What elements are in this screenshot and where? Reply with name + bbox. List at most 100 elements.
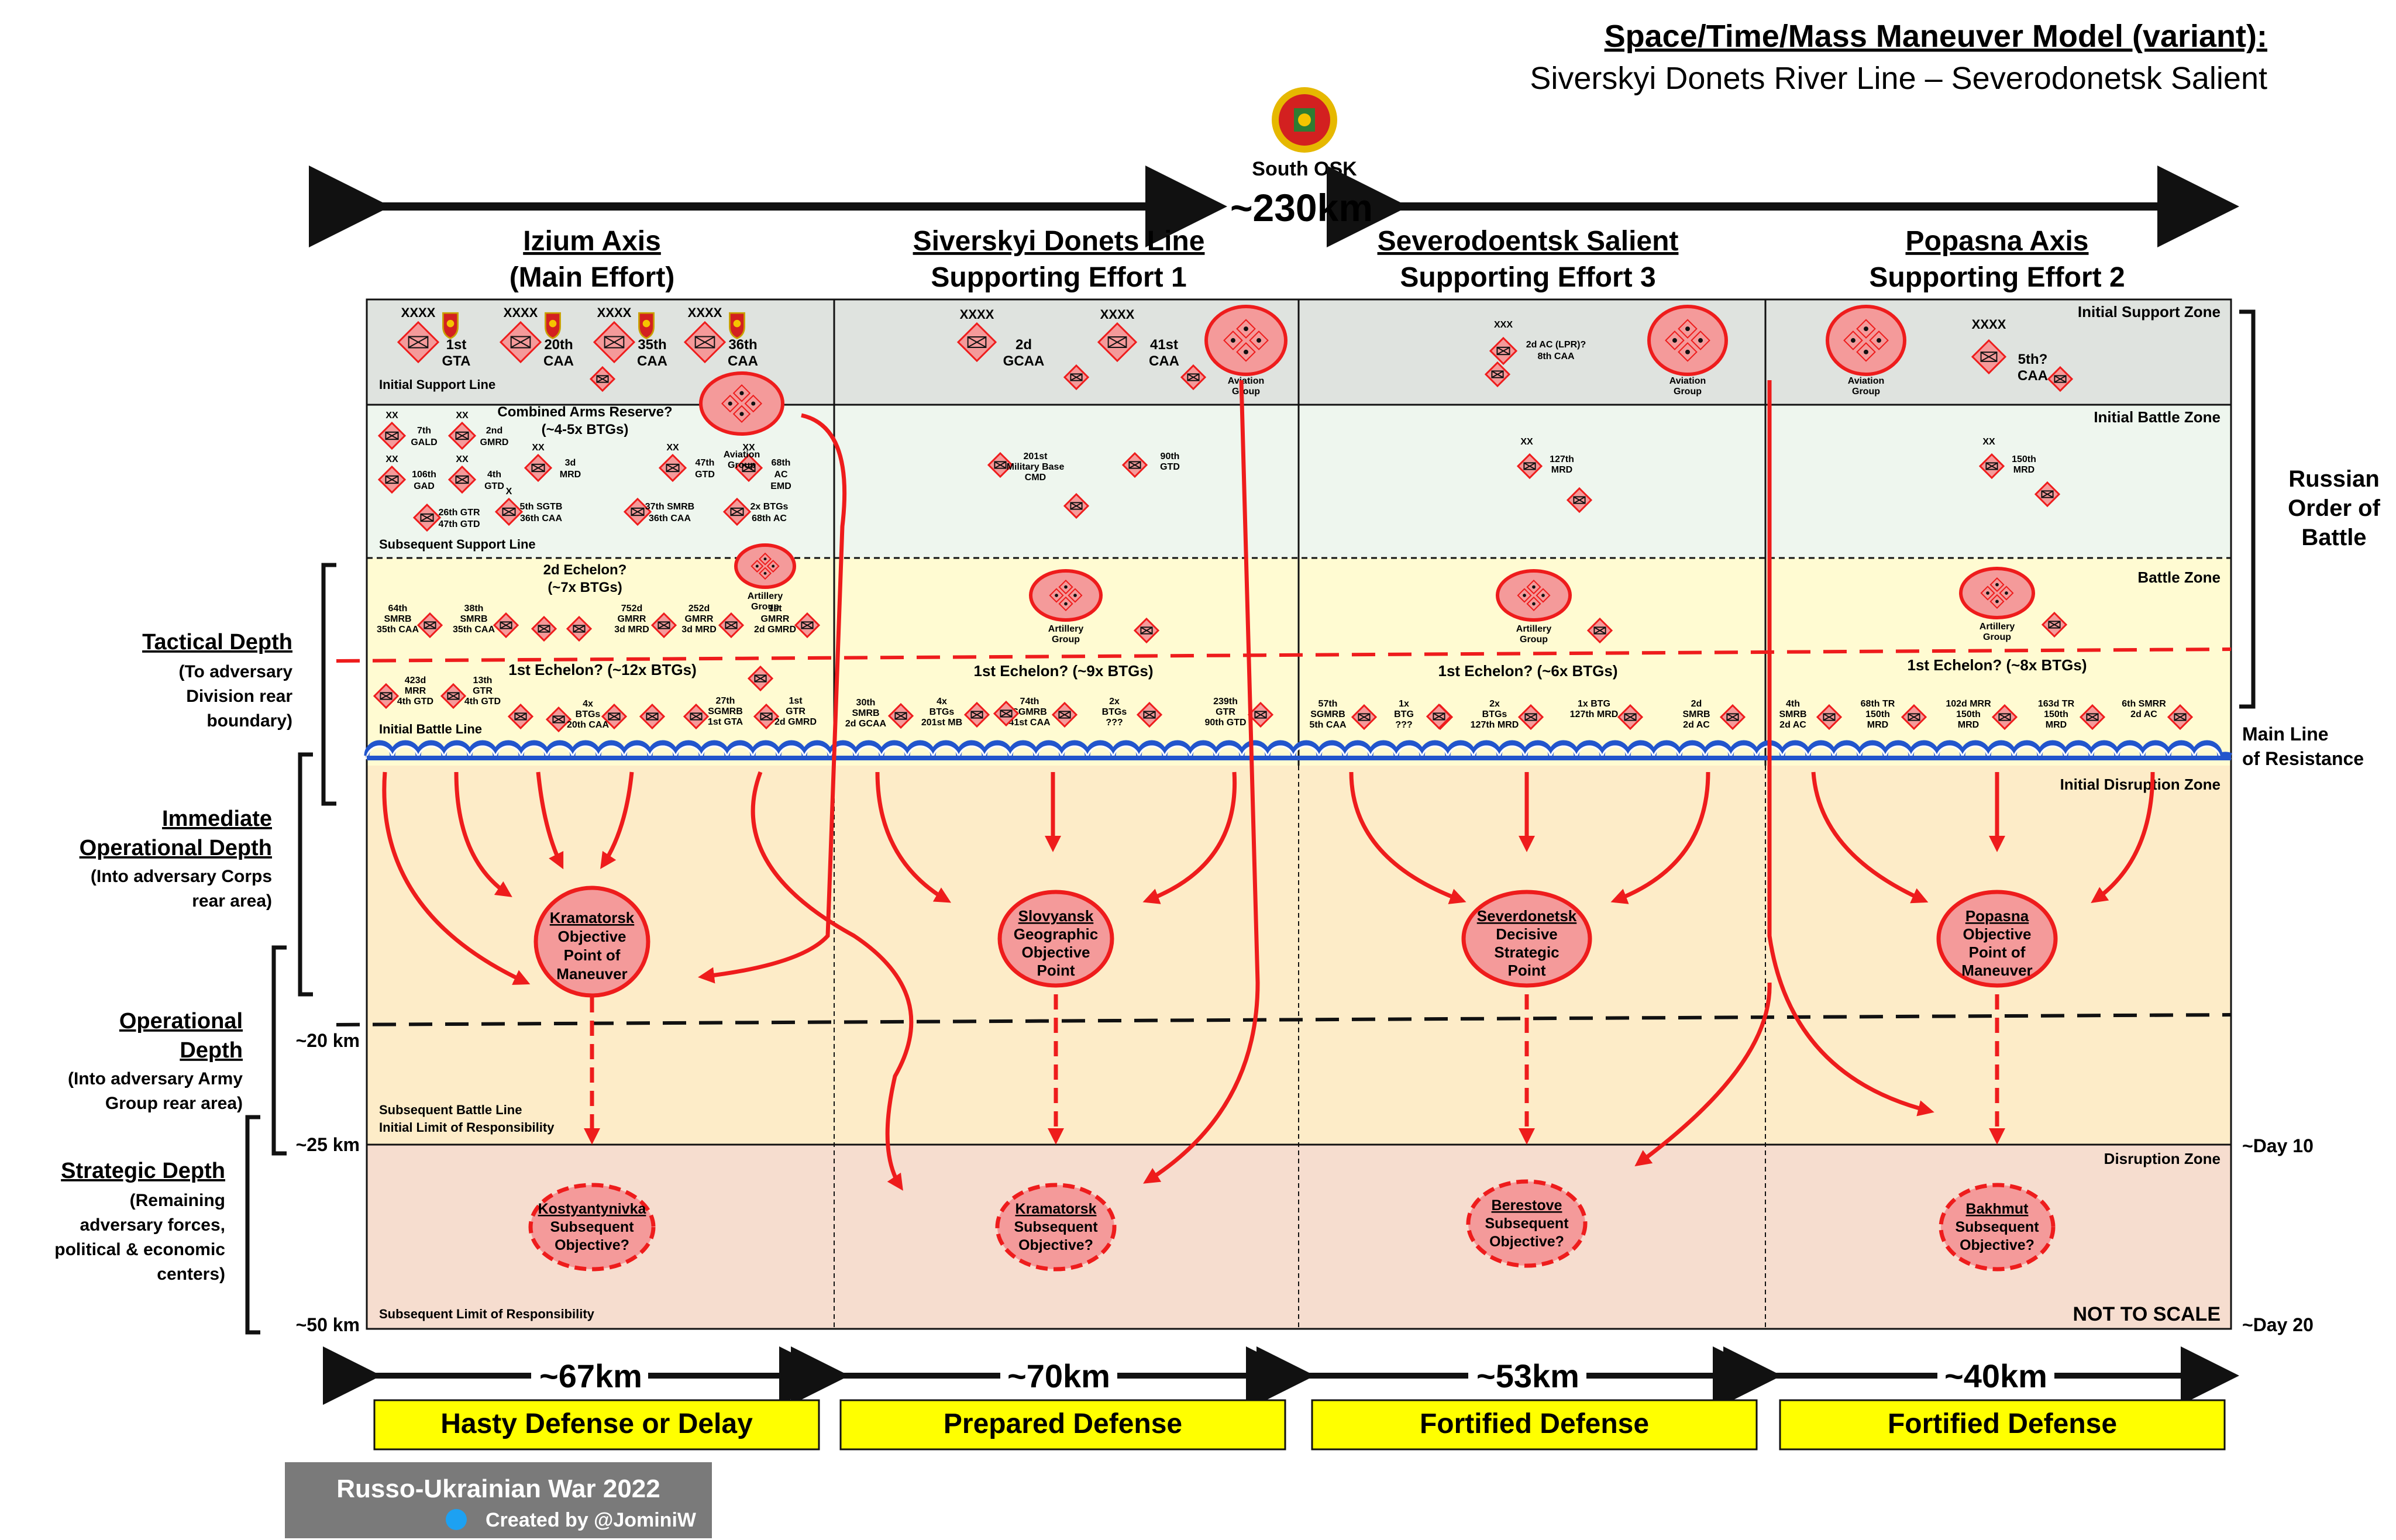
unit-label: 1st	[768, 604, 782, 614]
objective-name: Severdonetsk	[1477, 907, 1577, 925]
unit-label: 36th	[728, 337, 757, 353]
subsequent-objective-desc: Objective?	[1960, 1237, 2034, 1253]
unit-symbol	[1489, 336, 1518, 366]
subsequent-objective-name: Kostyantynivka	[538, 1201, 647, 1217]
artillery-group	[1959, 567, 2035, 619]
unit-symbol	[956, 322, 997, 363]
unit-label: XX	[532, 443, 545, 453]
unit-label: ???	[1106, 718, 1123, 728]
km-mark-20: ~20 km	[296, 1030, 360, 1051]
unit-label: XX	[1982, 437, 1995, 447]
unit-label: SGMRB	[1310, 709, 1345, 719]
unit-label: 4th	[487, 470, 501, 480]
arrow-izium-5	[751, 771, 914, 1191]
unit-label: GTR	[1216, 707, 1235, 717]
subsequent-objective-1: Kostyantynivka Subsequent Objective?	[528, 1183, 656, 1272]
unit-label: 150th	[1956, 709, 1981, 719]
unit-label: 90th	[1161, 452, 1180, 461]
combined-arms-reserve-label: Combined Arms Reserve?	[497, 404, 672, 420]
unit-symbol	[1978, 453, 2005, 480]
river-scallop	[366, 745, 2232, 760]
unit-label: 74th	[1020, 697, 1039, 707]
unit-label: XX	[666, 443, 679, 453]
credit-box: Russo-Ukrainian War 2022 Created by @Jom…	[285, 1462, 712, 1538]
objective-desc: Objective	[557, 928, 626, 945]
unit-label: 150th	[1865, 709, 1890, 719]
immediate-depth-desc: rear area)	[192, 891, 272, 911]
unit-label: 2d GCAA	[845, 719, 887, 729]
axis1-name: Izium Axis	[523, 226, 661, 257]
objective-name: Slovyansk	[1018, 907, 1094, 925]
unit-label: 4th GTD	[397, 697, 433, 707]
unit-symbol	[887, 702, 914, 729]
unit-symbol	[566, 615, 593, 642]
artillery-group	[734, 543, 796, 589]
aviation-group	[1204, 305, 1287, 376]
unit-label: 201st MB	[921, 718, 962, 728]
unit-label: 127th MRD	[1570, 709, 1619, 719]
unit-symbol	[412, 503, 442, 532]
unit-label: 2d AC	[2130, 709, 2157, 719]
strategic-depth-desc: centers)	[157, 1265, 225, 1284]
unit-symbol	[447, 465, 477, 494]
unit-symbol	[718, 612, 745, 639]
unit-label: 1st GTA	[708, 717, 743, 727]
arrow-izium-4	[600, 771, 634, 869]
unit-symbol	[1901, 704, 1927, 731]
unit-label: 1x	[1399, 699, 1409, 709]
zone-initial-battle: Initial Battle Zone	[2094, 408, 2221, 426]
unit-label: 2x	[1109, 697, 1120, 707]
unit-label: GTR	[473, 686, 493, 696]
subsequent-objective-desc: Objective?	[1489, 1234, 1564, 1250]
axis4-name: Popasna Axis	[1905, 226, 2088, 257]
objective-desc: Point	[1508, 962, 1546, 979]
tactical-depth-desc: boundary)	[206, 711, 292, 731]
russian-order-of-battle: Order of	[2288, 495, 2380, 521]
army-shield-icon	[638, 312, 655, 339]
unit-label: 2d GMRD	[754, 625, 796, 635]
unit-symbol	[747, 665, 774, 692]
unit-symbol	[416, 612, 443, 639]
artillery-group-label: Artillery	[748, 591, 783, 601]
unit-symbol	[2034, 481, 2061, 508]
aviation-group	[1826, 305, 1906, 376]
line-subsequent-support: Subsequent Support Line	[379, 537, 536, 552]
subsequent-objective-name: Berestove	[1492, 1197, 1562, 1214]
objective-desc: Point of	[564, 946, 621, 964]
unit-label: BTGs	[1482, 709, 1507, 719]
unit-label: SGMRB	[1012, 707, 1047, 717]
unit-symbols: XXXX1stGTAXXXX20thCAAXXXX35thCAAXXXX36th…	[373, 305, 2194, 733]
unit-symbol	[1426, 703, 1452, 730]
unit-symbol	[993, 700, 1020, 727]
artillery-group-label: Group	[1983, 632, 2011, 642]
unit-symbol	[601, 703, 628, 730]
unit-label: CAA	[1149, 353, 1179, 369]
unit-symbol	[593, 321, 636, 364]
immediate-depth-desc: (Into adversary Corps	[91, 867, 272, 886]
aviation-group-label: Aviation	[1669, 376, 1706, 386]
unit-symbol	[2167, 704, 2194, 731]
arrow-pop-left	[1634, 982, 1772, 1167]
main-line-of-resistance-river	[364, 740, 2232, 760]
zone-labels: Initial Support Zone Initial Battle Zone…	[379, 303, 2221, 1325]
aviation-group	[699, 371, 784, 436]
unit-label: MRD	[1867, 720, 1888, 730]
strategic-depth-desc: adversary forces,	[80, 1215, 226, 1235]
tactical-depth-title: Tactical Depth	[142, 630, 292, 654]
unit-label: 36th CAA	[649, 514, 691, 523]
objective-desc: Objective	[1021, 943, 1090, 961]
line-initial-limit: Initial Limit of Responsibility	[379, 1120, 555, 1135]
unit-label: XX	[456, 454, 469, 464]
line-subsequent-battle: Subsequent Battle Line	[379, 1103, 522, 1117]
left-depths: Tactical Depth (To adversary Division re…	[54, 563, 360, 1335]
unit-label: 20th	[544, 337, 573, 353]
subsequent-objective-name: Kramatorsk	[1015, 1201, 1097, 1217]
unit-label: 102d MRR	[1946, 699, 1991, 709]
unit-symbol	[1566, 487, 1593, 514]
axis3-width: ~53km	[1476, 1358, 1579, 1394]
unit-label: ???	[1395, 720, 1412, 730]
unit-label: 2d	[1691, 699, 1702, 709]
line-initial-support: Initial Support Line	[379, 377, 495, 392]
unit-symbol	[963, 701, 990, 728]
artillery-group-label: Artillery	[1980, 622, 2015, 632]
